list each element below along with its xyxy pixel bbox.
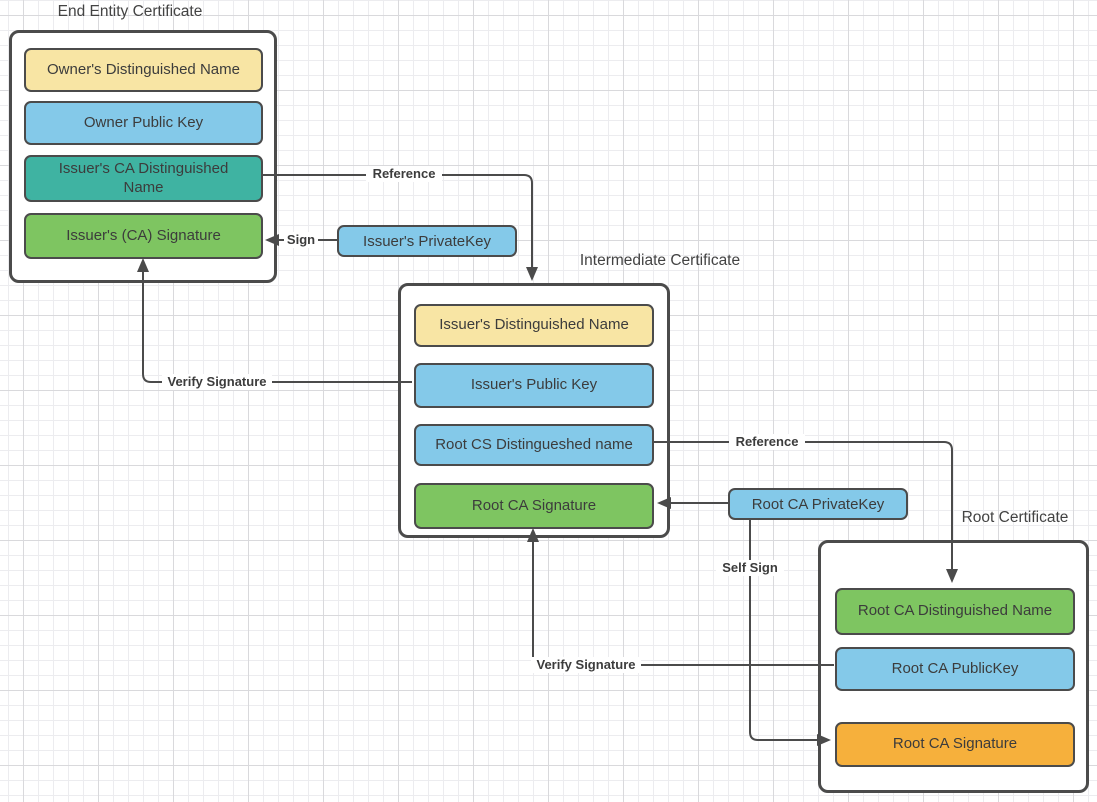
root-cs-distinguished-name-field[interactable]: Root CS Distingueshed name [414,424,654,466]
issuer-private-key-box[interactable]: Issuer's PrivateKey [337,225,517,257]
root-ca-signature-intermediate-field[interactable]: Root CA Signature [414,483,654,529]
issuer-ca-signature-field[interactable]: Issuer's (CA) Signature [24,213,263,259]
root-ca-distinguished-name-field[interactable]: Root CA Distinguished Name [835,588,1075,635]
issuer-public-key-field[interactable]: Issuer's Public Key [414,363,654,408]
root-certificate-container[interactable]: Root CA Distinguished Name Root CA Publi… [818,540,1089,793]
intermediate-certificate-container[interactable]: Issuer's Distinguished Name Issuer's Pub… [398,283,670,538]
intermediate-certificate-title: Intermediate Certificate [579,252,741,269]
root-ca-publickey-field[interactable]: Root CA PublicKey [835,647,1075,691]
self-sign-label[interactable]: Self Sign [716,560,784,577]
owner-distinguished-name-field[interactable]: Owner's Distinguished Name [24,48,263,92]
verify-signature-left-label[interactable]: Verify Signature [162,374,272,391]
issuer-ca-distinguished-name-field[interactable]: Issuer's CA Distinguished Name [24,155,263,202]
root-ca-signature-field[interactable]: Root CA Signature [835,722,1075,767]
root-ca-private-key-box[interactable]: Root CA PrivateKey [728,488,908,520]
verify-signature-bottom-connector [527,528,834,666]
sign-label[interactable]: Sign [284,232,318,249]
reference-top-label[interactable]: Reference [366,166,442,183]
reference-right-label[interactable]: Reference [729,434,805,451]
issuer-distinguished-name-field[interactable]: Issuer's Distinguished Name [414,304,654,347]
owner-public-key-field[interactable]: Owner Public Key [24,101,263,145]
end-entity-certificate-title: End Entity Certificate [57,3,203,20]
root-certificate-title: Root Certificate [961,509,1069,526]
verify-signature-bottom-label[interactable]: Verify Signature [531,657,641,674]
end-entity-certificate-container[interactable]: Owner's Distinguished Name Owner Public … [9,30,277,283]
